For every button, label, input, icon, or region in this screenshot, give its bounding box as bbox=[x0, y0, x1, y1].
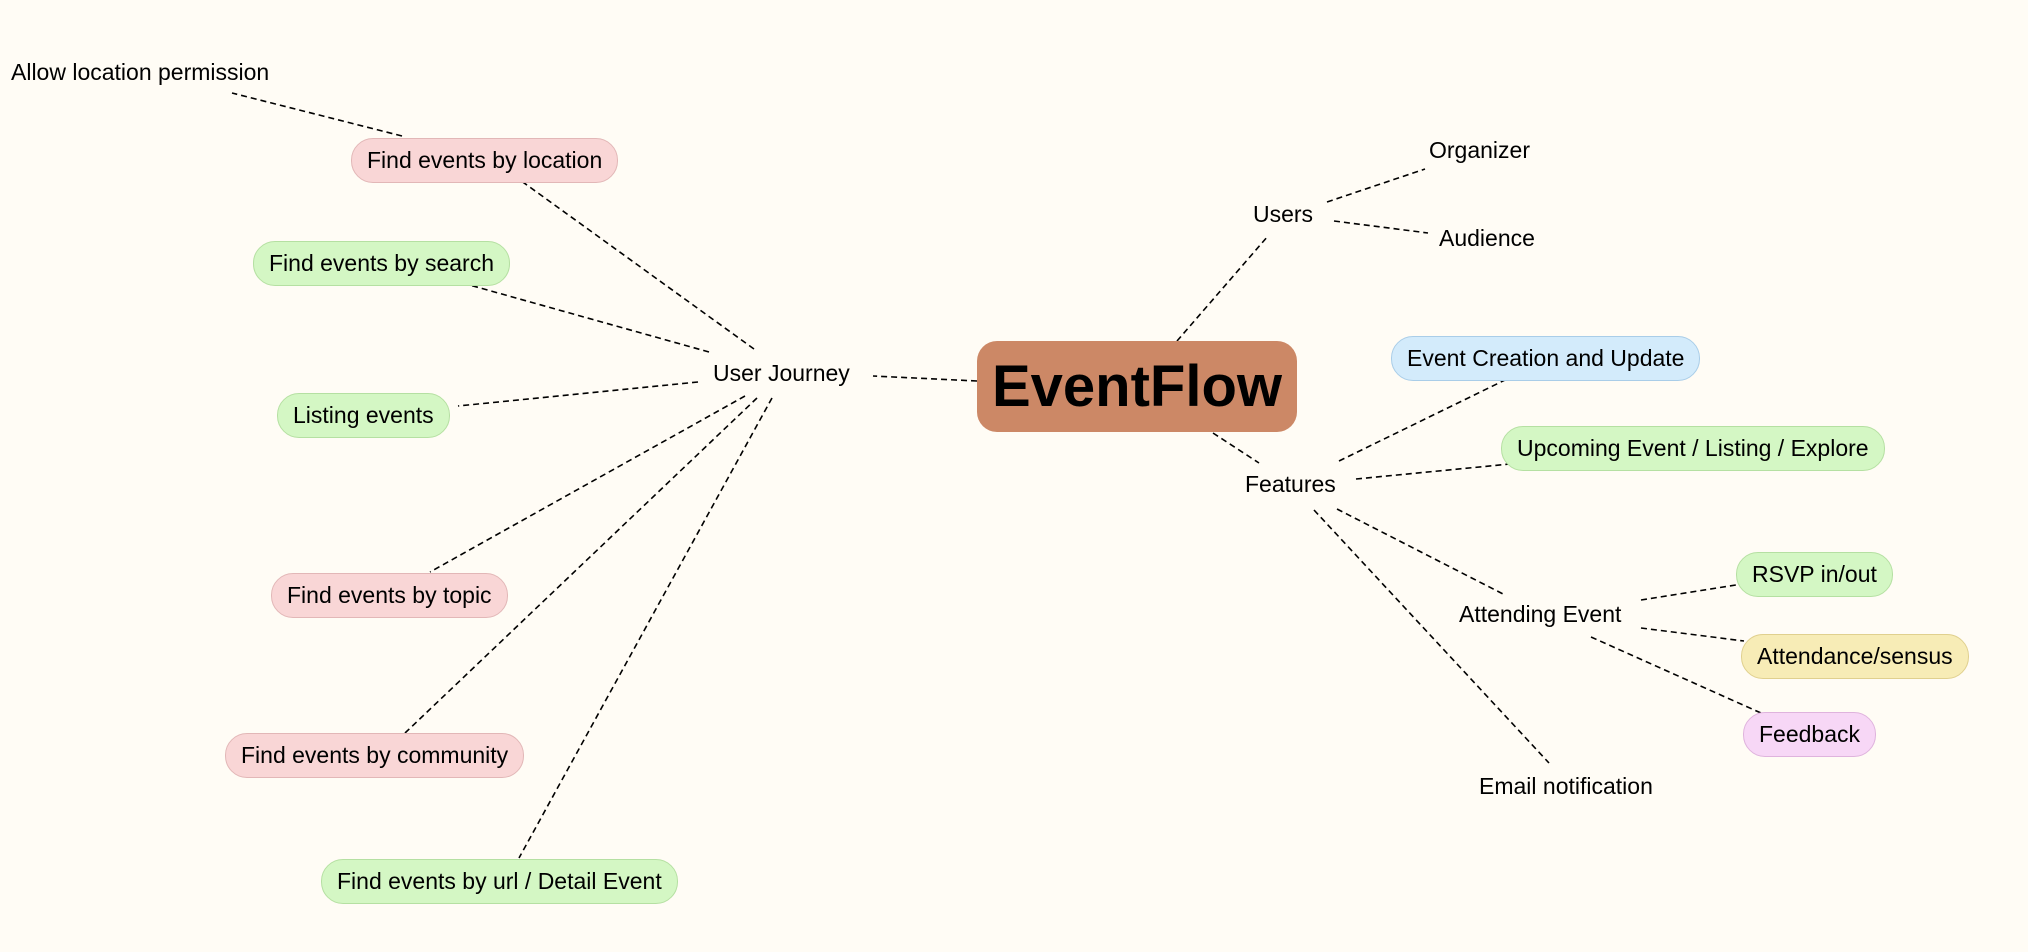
link-attending-attendance bbox=[1640, 627, 1745, 642]
link-uj-listing bbox=[457, 381, 699, 407]
node-upcoming-event-label: Upcoming Event / Listing / Explore bbox=[1517, 435, 1869, 461]
node-attending-event[interactable]: Attending Event bbox=[1459, 603, 1621, 626]
link-features-attending bbox=[1336, 508, 1506, 596]
node-attendance[interactable]: Attendance/sensus bbox=[1741, 634, 1969, 679]
link-root-user-journey bbox=[872, 375, 978, 382]
node-organizer-label: Organizer bbox=[1429, 137, 1530, 163]
link-features-creation bbox=[1338, 379, 1506, 462]
node-audience-label: Audience bbox=[1439, 225, 1535, 251]
node-allow-location-permission-label: Allow location permission bbox=[11, 59, 270, 85]
link-uj-community bbox=[404, 397, 758, 734]
node-find-by-community-label: Find events by community bbox=[241, 742, 509, 768]
node-find-by-topic-label: Find events by topic bbox=[287, 582, 492, 608]
node-listing-events[interactable]: Listing events bbox=[277, 393, 450, 438]
branch-features-label: Features bbox=[1245, 471, 1336, 497]
node-email-notification[interactable]: Email notification bbox=[1479, 775, 1653, 798]
link-features-email bbox=[1313, 509, 1550, 764]
node-find-by-location[interactable]: Find events by location bbox=[351, 138, 619, 183]
node-listing-events-label: Listing events bbox=[293, 402, 434, 428]
link-attending-feedback bbox=[1590, 636, 1762, 714]
branch-users[interactable]: Users bbox=[1253, 203, 1313, 226]
node-find-by-search[interactable]: Find events by search bbox=[253, 241, 511, 286]
link-users-organizer bbox=[1326, 168, 1426, 203]
node-audience[interactable]: Audience bbox=[1439, 227, 1535, 250]
link-uj-topic bbox=[429, 395, 746, 573]
link-root-users bbox=[1176, 235, 1269, 342]
link-users-audience bbox=[1333, 220, 1429, 234]
node-feedback-label: Feedback bbox=[1759, 721, 1861, 747]
node-rsvp-label: RSVP in/out bbox=[1752, 561, 1877, 587]
node-find-by-url-label: Find events by url / Detail Event bbox=[337, 868, 662, 894]
link-uj-location bbox=[519, 179, 755, 350]
node-attendance-label: Attendance/sensus bbox=[1757, 643, 1953, 669]
link-root-features bbox=[1212, 432, 1260, 464]
link-uj-url bbox=[518, 397, 773, 859]
node-allow-location-permission[interactable]: Allow location permission bbox=[11, 61, 269, 84]
node-find-by-search-label: Find events by search bbox=[269, 250, 495, 276]
link-attending-rsvp bbox=[1640, 583, 1743, 601]
node-find-by-location-label: Find events by location bbox=[367, 147, 603, 173]
link-features-upcoming bbox=[1355, 463, 1511, 480]
link-uj-search bbox=[465, 283, 710, 353]
node-attending-event-label: Attending Event bbox=[1459, 601, 1622, 627]
branch-users-label: Users bbox=[1253, 201, 1314, 227]
node-find-by-community[interactable]: Find events by community bbox=[225, 733, 525, 778]
node-find-by-topic[interactable]: Find events by topic bbox=[271, 573, 508, 618]
node-rsvp[interactable]: RSVP in/out bbox=[1736, 552, 1893, 597]
root-node[interactable]: EventFlow bbox=[977, 341, 1297, 432]
node-find-by-url[interactable]: Find events by url / Detail Event bbox=[321, 859, 678, 904]
node-email-notification-label: Email notification bbox=[1479, 773, 1653, 799]
node-organizer[interactable]: Organizer bbox=[1429, 139, 1530, 162]
branch-user-journey[interactable]: User Journey bbox=[713, 362, 850, 385]
link-location-permission bbox=[231, 92, 403, 137]
node-upcoming-event[interactable]: Upcoming Event / Listing / Explore bbox=[1501, 426, 1885, 471]
branch-features[interactable]: Features bbox=[1245, 473, 1336, 496]
root-label: EventFlow bbox=[991, 354, 1283, 419]
node-event-creation[interactable]: Event Creation and Update bbox=[1391, 336, 1701, 381]
node-event-creation-label: Event Creation and Update bbox=[1407, 345, 1685, 371]
node-feedback[interactable]: Feedback bbox=[1743, 712, 1877, 757]
branch-user-journey-label: User Journey bbox=[713, 360, 850, 386]
